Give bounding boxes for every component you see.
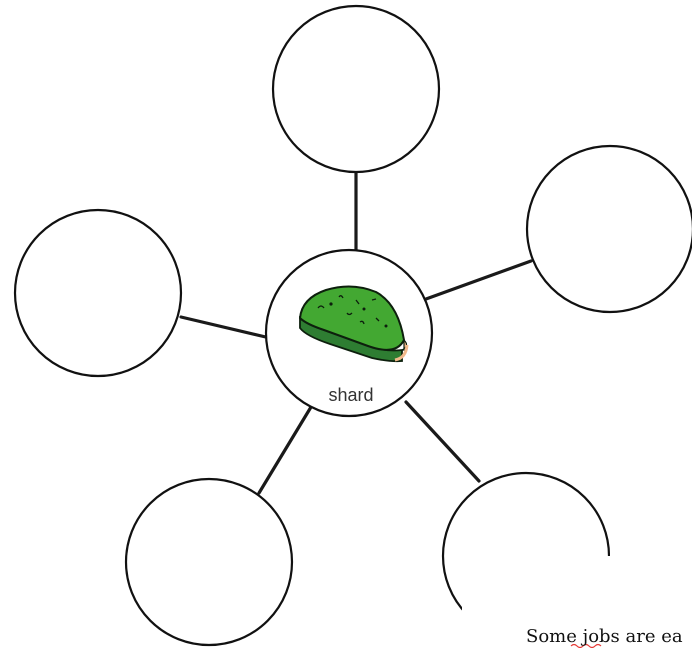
text-overlay-mask-edge <box>610 536 692 566</box>
spoke-bottom-left <box>257 405 313 495</box>
spellcheck-underline <box>570 643 602 648</box>
outer-circle-bottom-left[interactable] <box>124 477 294 647</box>
green-glass-shard-icon <box>298 285 409 363</box>
center-label: shard <box>328 385 373 405</box>
text-overlay-mask <box>462 556 692 648</box>
spoke-bottom-right <box>404 400 481 483</box>
document-body-text: Some jobs are ea <box>526 626 683 647</box>
spoke-left <box>179 315 272 340</box>
spoke-top-right <box>424 259 533 301</box>
outer-circle-left[interactable] <box>13 208 183 378</box>
outer-circle-top-right[interactable] <box>525 144 692 314</box>
outer-circle-top[interactable] <box>271 4 441 174</box>
